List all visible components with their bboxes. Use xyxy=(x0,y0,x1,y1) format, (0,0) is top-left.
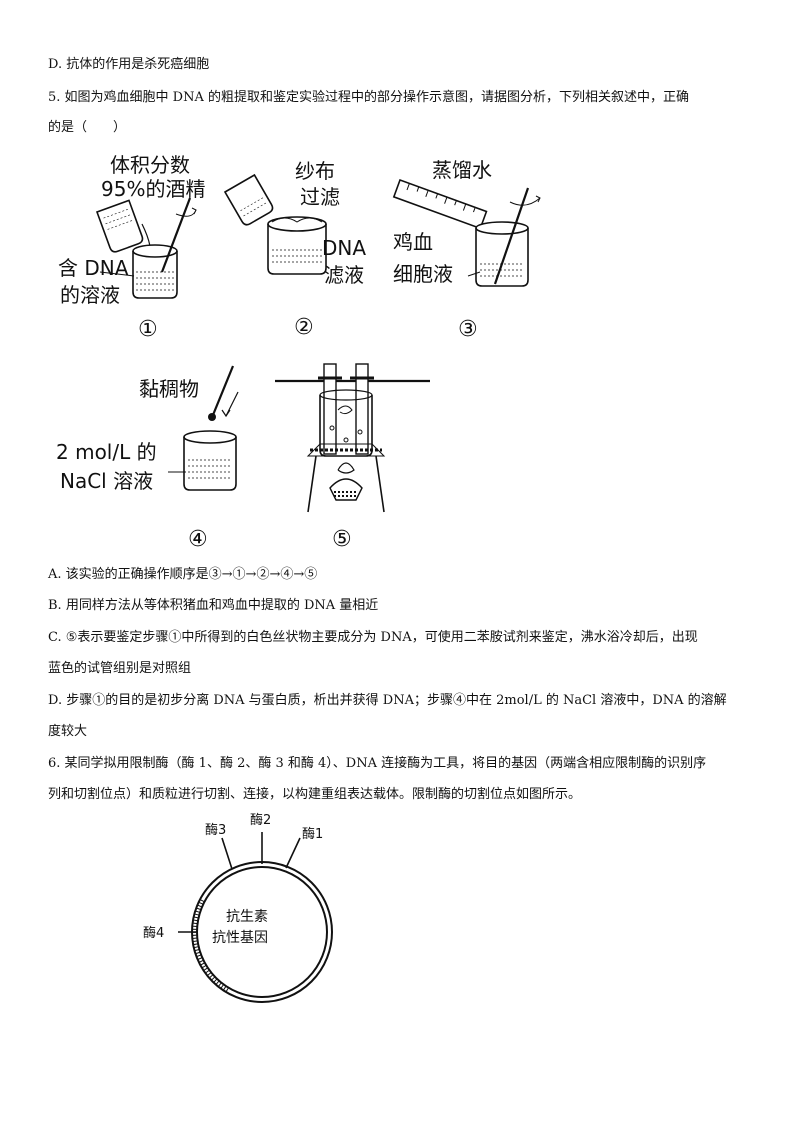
gene-label-line1: 抗生素 xyxy=(226,909,268,925)
option-c: C. ⑤表示要鉴定步骤①中所得到的白色丝状物主要成分为 DNA，可使用二苯胺试剂… xyxy=(48,630,698,645)
step2-label-side1: DNA xyxy=(322,236,366,260)
option-d: D. 步骤①的目的是初步分离 DNA 与蛋白质，析出并获得 DNA；步骤④中在 … xyxy=(48,693,727,708)
enzyme-2-label: 酶2 xyxy=(250,812,271,828)
step5-number: ⑤ xyxy=(332,527,352,552)
step4-label-top: 黏稠物 xyxy=(139,377,199,401)
step-3-illustration: 蒸馏水 鸡血 细胞液 ③ xyxy=(392,158,541,342)
step2-number: ② xyxy=(294,315,314,340)
step1-label-top2: 95%的酒精 xyxy=(101,177,205,201)
question-5-stem: 5. 如图为鸡血细胞中 DNA 的粗提取和鉴定实验过程中的部分操作示意图，请据图… xyxy=(48,90,689,105)
option-d-cont: 度较大 xyxy=(48,724,88,739)
step1-number: ① xyxy=(138,317,158,342)
option-b: B. 用同样方法从等体积猪血和鸡血中提取的 DNA 量相近 xyxy=(48,598,379,613)
option-a: A. 该实验的正确操作顺序是③→①→②→④→⑤ xyxy=(48,567,318,582)
enzyme-3-label: 酶3 xyxy=(205,822,226,838)
step-1-illustration: 体积分数 95%的酒精 含 DNA 的溶液 ① xyxy=(58,153,205,342)
plasmid-ring xyxy=(191,861,333,1003)
step-5-illustration: ⑤ xyxy=(275,363,430,552)
step1-label-side2: 的溶液 xyxy=(60,283,120,307)
question-6-stem: 6. 某同学拟用限制酶（酶 1、酶 2、酶 3 和酶 4）、DNA 连接酶为工具… xyxy=(48,756,707,771)
step1-label-top1: 体积分数 xyxy=(110,153,190,177)
step2-label-side2: 滤液 xyxy=(324,263,364,287)
step1-label-side1: 含 DNA xyxy=(58,256,129,280)
step3-label-side1: 鸡血 xyxy=(393,230,433,254)
step3-label-side2: 细胞液 xyxy=(393,262,453,286)
gene-label-line2: 抗性基因 xyxy=(212,929,268,946)
enzyme-1-label: 酶1 xyxy=(302,826,323,842)
step2-label-top1: 纱布 xyxy=(295,159,335,183)
step3-label-top: 蒸馏水 xyxy=(432,158,492,182)
step2-label-top2: 过滤 xyxy=(300,185,340,209)
enzyme-4-label: 酶4 xyxy=(143,925,164,941)
option-c-cont: 蓝色的试管组别是对照组 xyxy=(48,661,192,676)
option-d-previous: D. 抗体的作用是杀死癌细胞 xyxy=(48,57,210,72)
step4-number: ④ xyxy=(188,527,208,552)
step-2-illustration: 纱布 过滤 DNA 滤液 ② xyxy=(223,159,366,340)
enzyme-cut-sites xyxy=(178,832,301,933)
step3-number: ③ xyxy=(458,317,478,342)
question-5-stem-cont: 的是（ ） xyxy=(48,120,127,135)
dna-extraction-figure: 体积分数 95%的酒精 含 DNA 的溶液 ① 纱布 过滤 DNA 滤 xyxy=(56,153,541,552)
step4-label-side2: NaCl 溶液 xyxy=(60,469,153,493)
question-6-stem-cont: 列和切割位点）和质粒进行切割、连接，以构建重组表达载体。限制酶的切割位点如图所示… xyxy=(48,787,582,802)
step-4-illustration: 黏稠物 2 mol/L 的 NaCl 溶液 ④ xyxy=(56,365,239,552)
step4-label-side1: 2 mol/L 的 xyxy=(56,440,157,464)
